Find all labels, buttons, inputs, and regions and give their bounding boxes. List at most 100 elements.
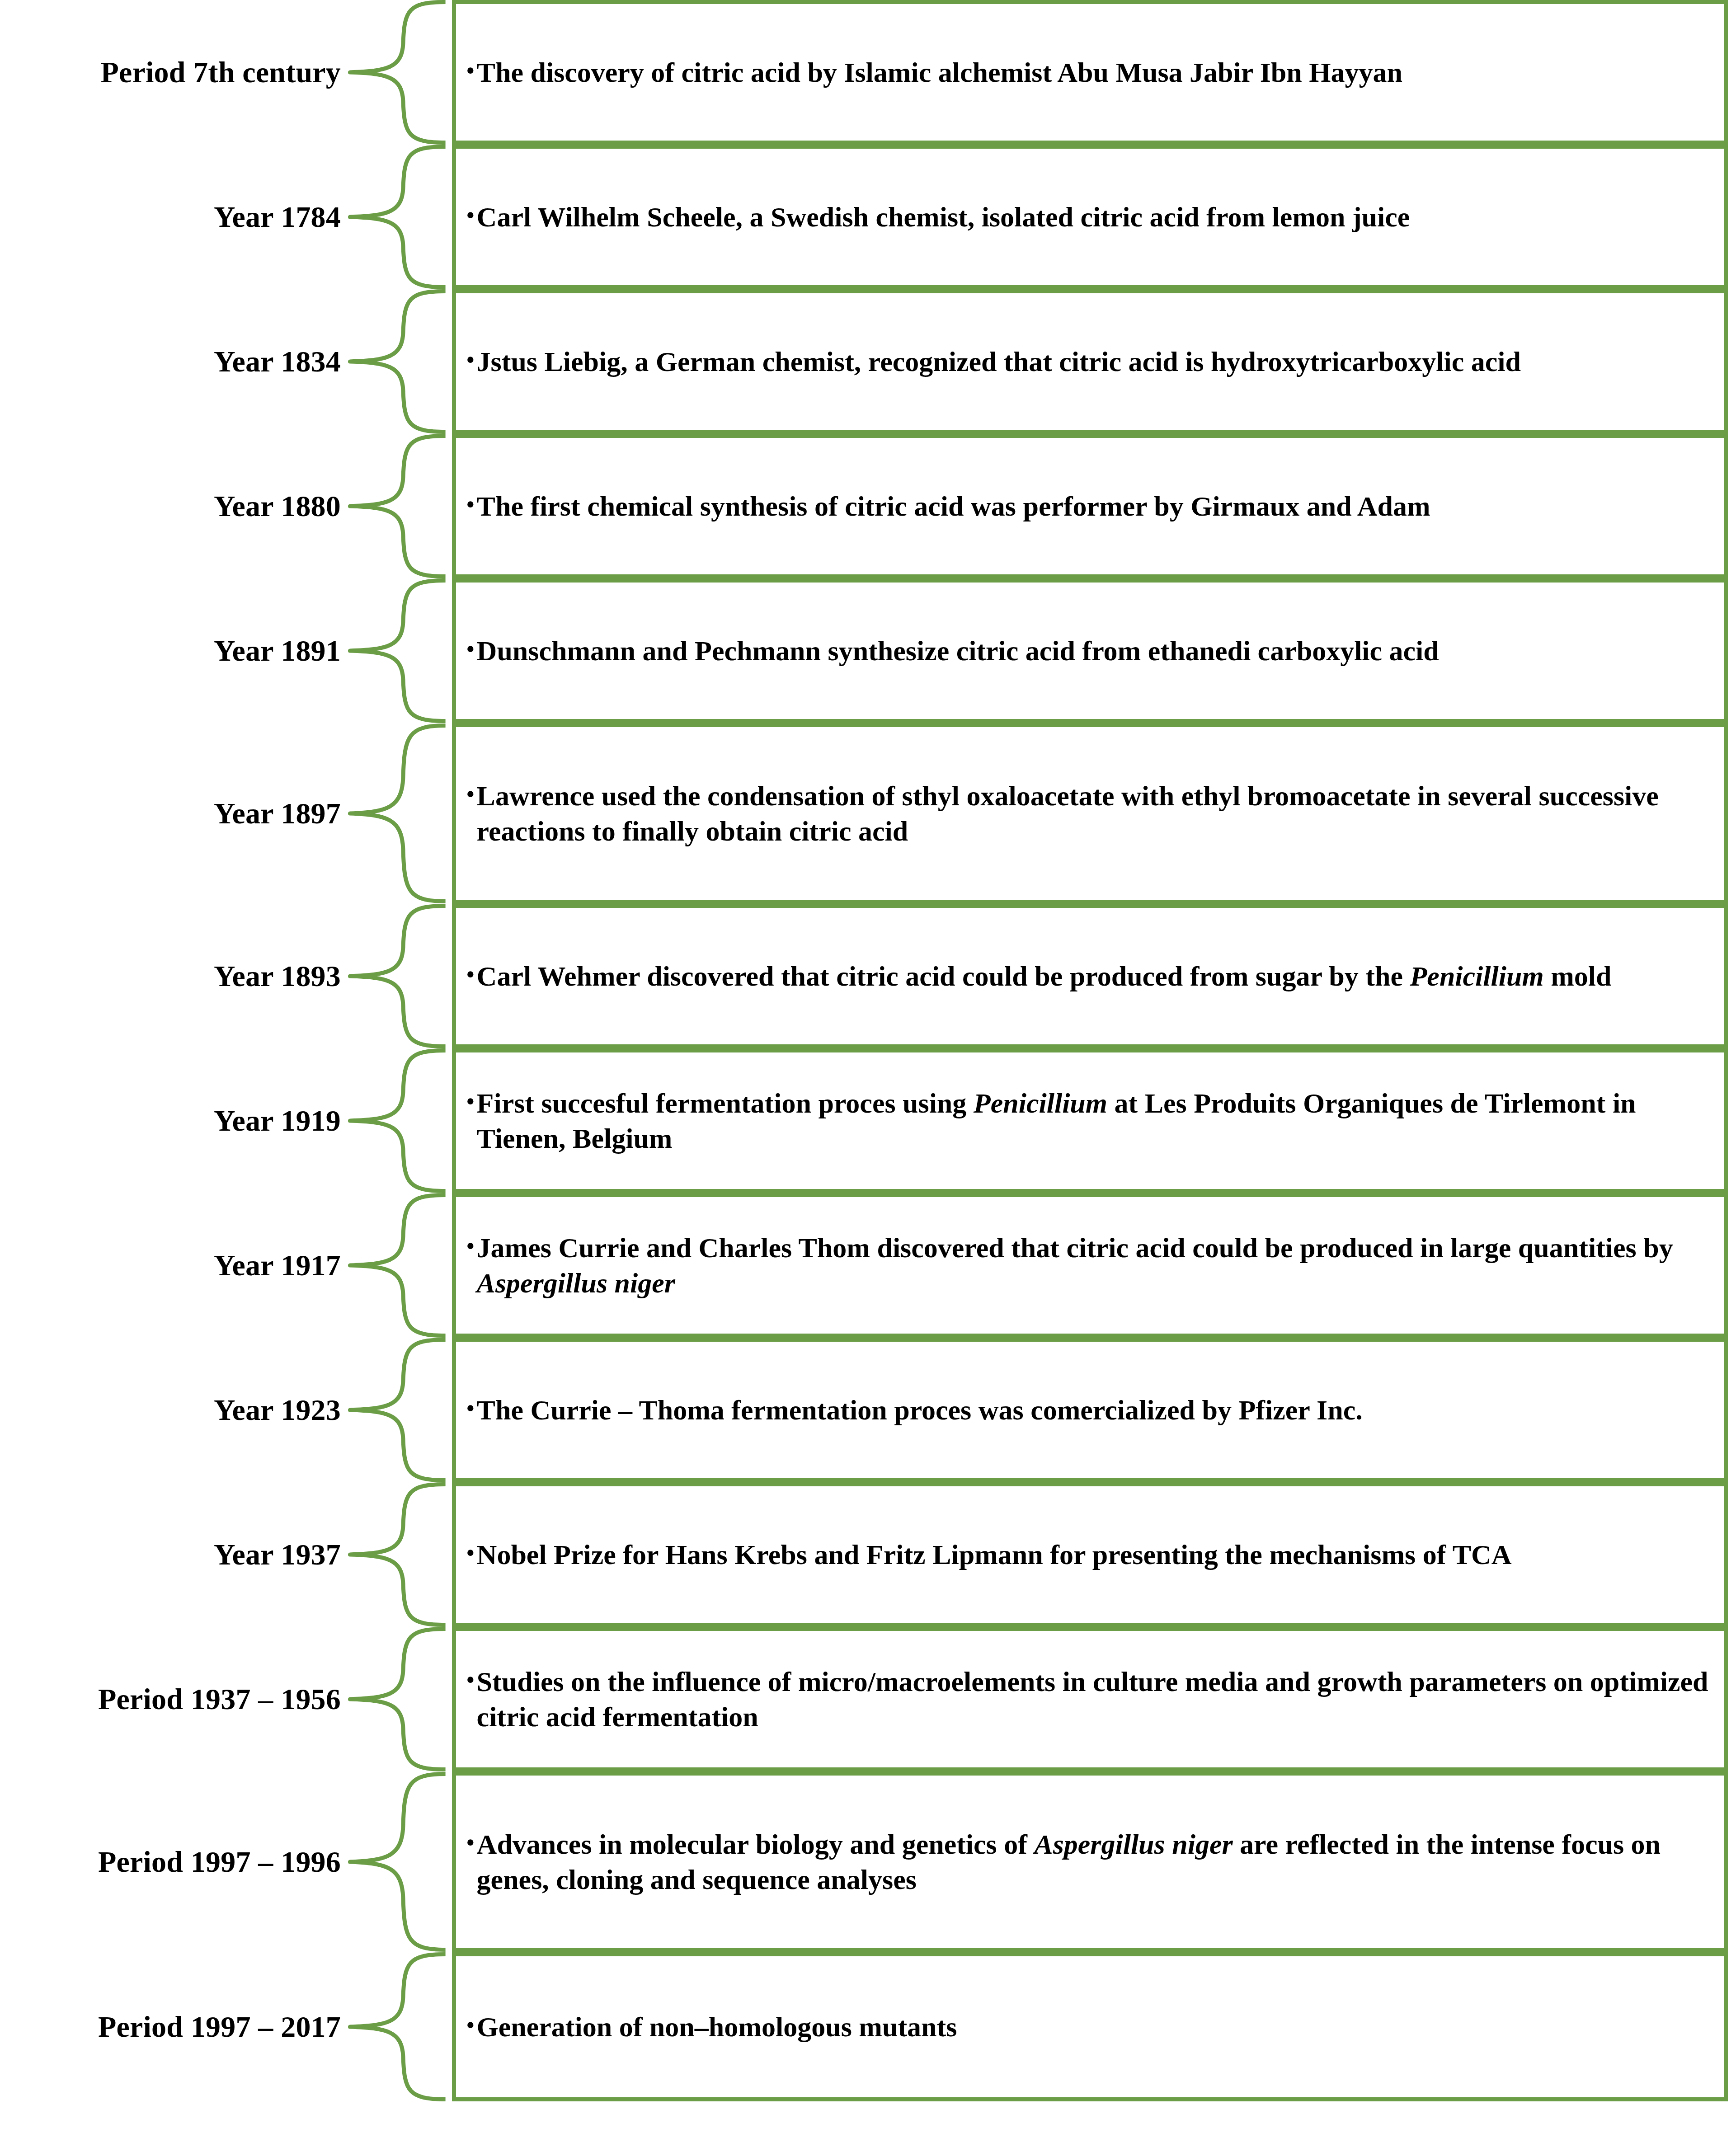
timeline-event-text: Generation of non–homologous mutants	[477, 2009, 1712, 2044]
timeline-event-text: The Currie – Thoma fermentation proces w…	[477, 1392, 1712, 1428]
curly-brace-icon	[343, 1338, 452, 1482]
timeline-period-label: Year 1937	[214, 1538, 341, 1571]
timeline-period-label-cell: Period 7th century	[0, 0, 343, 145]
timeline-row: Year 1919 •First succesful fermentation p…	[0, 1048, 1736, 1193]
bullet-item: •First succesful fermentation proces usi…	[466, 1085, 1712, 1156]
curly-brace-icon	[343, 904, 452, 1048]
curly-brace-icon	[343, 1952, 452, 2101]
bullet-dot-icon: •	[466, 1537, 475, 1569]
timeline-period-label: Year 1834	[214, 345, 341, 378]
curly-brace-icon	[343, 578, 452, 723]
bullet-dot-icon: •	[466, 958, 475, 991]
timeline-period-label: Year 1880	[214, 490, 341, 523]
timeline-period-label: Year 1891	[214, 634, 341, 667]
bullet-dot-icon: •	[466, 1827, 475, 1859]
timeline-event-text: James Currie and Charles Thom discovered…	[477, 1230, 1712, 1301]
timeline-row: Year 1897 •Lawrence used the condensation…	[0, 723, 1736, 904]
timeline-period-label-cell: Year 1880	[0, 434, 343, 578]
curly-brace-icon	[343, 1482, 452, 1627]
timeline-period-label: Year 1919	[214, 1104, 341, 1137]
timeline-event-text: First succesful fermentation proces usin…	[477, 1085, 1712, 1156]
timeline-event-cell: •The discovery of citric acid by Islamic…	[452, 0, 1736, 145]
curly-brace-icon	[343, 289, 452, 434]
bullet-item: •Jstus Liebig, a German chemist, recogni…	[466, 344, 1712, 379]
curly-brace-icon	[343, 1771, 452, 1952]
timeline-event-cell: •Generation of non–homologous mutants	[452, 1952, 1736, 2101]
bullet-item: •Lawrence used the condensation of sthyl…	[466, 778, 1712, 849]
curly-brace-icon	[343, 145, 452, 289]
timeline-period-label: Year 1923	[214, 1394, 341, 1427]
timeline-period-label: Year 1893	[214, 960, 341, 993]
timeline-row: Period 1937 – 1956 •Studies on the influe…	[0, 1627, 1736, 1771]
timeline-period-label: Year 1917	[214, 1249, 341, 1282]
timeline-event-text: Lawrence used the condensation of sthyl …	[477, 778, 1712, 849]
bullet-dot-icon: •	[466, 1664, 475, 1696]
timeline-event-box: •Dunschmann and Pechmann synthesize citr…	[452, 578, 1728, 723]
bullet-dot-icon: •	[466, 489, 475, 521]
timeline-period-label: Period 1997 – 1996	[98, 1846, 341, 1879]
timeline-event-box: •The discovery of citric acid by Islamic…	[452, 0, 1728, 145]
timeline-row: Year 1923 •The Currie – Thoma fermentatio…	[0, 1338, 1736, 1482]
bullet-dot-icon: •	[466, 344, 475, 376]
timeline-row: Year 1917 •James Currie and Charles Thom …	[0, 1193, 1736, 1338]
bullet-dot-icon: •	[466, 633, 475, 665]
curly-brace-icon	[343, 434, 452, 578]
timeline-event-cell: •Nobel Prize for Hans Krebs and Fritz Li…	[452, 1482, 1736, 1627]
timeline-event-box: •Jstus Liebig, a German chemist, recogni…	[452, 289, 1728, 434]
timeline-event-cell: •Carl Wilhelm Scheele, a Swedish chemist…	[452, 145, 1736, 289]
timeline-period-label-cell: Year 1923	[0, 1338, 343, 1482]
bullet-item: •Dunschmann and Pechmann synthesize citr…	[466, 633, 1712, 668]
timeline-event-text: Carl Wehmer discovered that citric acid …	[477, 958, 1712, 994]
timeline-event-text: Jstus Liebig, a German chemist, recogniz…	[477, 344, 1712, 379]
timeline-event-cell: •The first chemical synthesis of citric …	[452, 434, 1736, 578]
timeline-period-label-cell: Year 1919	[0, 1048, 343, 1193]
bullet-item: •Carl Wilhelm Scheele, a Swedish chemist…	[466, 199, 1712, 235]
timeline-event-text: Carl Wilhelm Scheele, a Swedish chemist,…	[477, 199, 1712, 235]
timeline-row: Year 1834 •Jstus Liebig, a German chemist…	[0, 289, 1736, 434]
timeline-event-cell: •Advances in molecular biology and genet…	[452, 1771, 1736, 1952]
timeline-event-box: •Nobel Prize for Hans Krebs and Fritz Li…	[452, 1482, 1728, 1627]
timeline-period-label-cell: Year 1891	[0, 578, 343, 723]
curly-brace-icon	[343, 1048, 452, 1193]
timeline-period-label: Year 1784	[214, 201, 341, 234]
timeline-period-label-cell: Period 1997 – 2017	[0, 1952, 343, 2101]
timeline-event-box: •Lawrence used the condensation of sthyl…	[452, 723, 1728, 904]
timeline-event-text: Dunschmann and Pechmann synthesize citri…	[477, 633, 1712, 668]
curly-brace-icon	[343, 0, 452, 145]
timeline-event-box: •Generation of non–homologous mutants	[452, 1952, 1728, 2101]
timeline-row: Period 7th century •The discovery of citr…	[0, 0, 1736, 145]
bullet-item: •The first chemical synthesis of citric …	[466, 489, 1712, 524]
bullet-item: •The discovery of citric acid by Islamic…	[466, 55, 1712, 90]
bullet-item: •Nobel Prize for Hans Krebs and Fritz Li…	[466, 1537, 1712, 1572]
timeline-event-box: •Carl Wilhelm Scheele, a Swedish chemist…	[452, 145, 1728, 289]
timeline-period-label: Year 1897	[214, 797, 341, 830]
timeline-row: Year 1893 •Carl Wehmer discovered that ci…	[0, 904, 1736, 1048]
timeline-event-box: •Carl Wehmer discovered that citric acid…	[452, 904, 1728, 1048]
timeline-period-label: Period 1997 – 2017	[98, 2011, 341, 2044]
bullet-item: •Carl Wehmer discovered that citric acid…	[466, 958, 1712, 994]
timeline-event-box: •Studies on the influence of micro/macro…	[452, 1627, 1728, 1771]
timeline-period-label-cell: Year 1784	[0, 145, 343, 289]
timeline-event-cell: •Dunschmann and Pechmann synthesize citr…	[452, 578, 1736, 723]
timeline-period-label: Period 7th century	[100, 56, 341, 89]
timeline-event-text: The first chemical synthesis of citric a…	[477, 489, 1712, 524]
timeline-period-label-cell: Period 1937 – 1956	[0, 1627, 343, 1771]
bullet-dot-icon: •	[466, 55, 475, 87]
timeline-period-label-cell: Period 1997 – 1996	[0, 1771, 343, 1952]
curly-brace-icon	[343, 1627, 452, 1771]
curly-brace-icon	[343, 1193, 452, 1338]
timeline-event-box: •First succesful fermentation proces usi…	[452, 1048, 1728, 1193]
timeline-period-label-cell: Year 1917	[0, 1193, 343, 1338]
curly-brace-icon	[343, 723, 452, 904]
timeline-event-cell: •Jstus Liebig, a German chemist, recogni…	[452, 289, 1736, 434]
timeline-event-text: Nobel Prize for Hans Krebs and Fritz Lip…	[477, 1537, 1712, 1572]
bullet-dot-icon: •	[466, 1392, 475, 1424]
bullet-item: •Advances in molecular biology and genet…	[466, 1827, 1712, 1897]
timeline-period-label-cell: Year 1937	[0, 1482, 343, 1627]
timeline-event-cell: •First succesful fermentation proces usi…	[452, 1048, 1736, 1193]
timeline-event-box: •The Currie – Thoma fermentation proces …	[452, 1338, 1728, 1482]
timeline-event-cell: •James Currie and Charles Thom discovere…	[452, 1193, 1736, 1338]
timeline-period-label-cell: Year 1897	[0, 723, 343, 904]
timeline-event-cell: •Studies on the influence of micro/macro…	[452, 1627, 1736, 1771]
timeline-event-cell: •Carl Wehmer discovered that citric acid…	[452, 904, 1736, 1048]
